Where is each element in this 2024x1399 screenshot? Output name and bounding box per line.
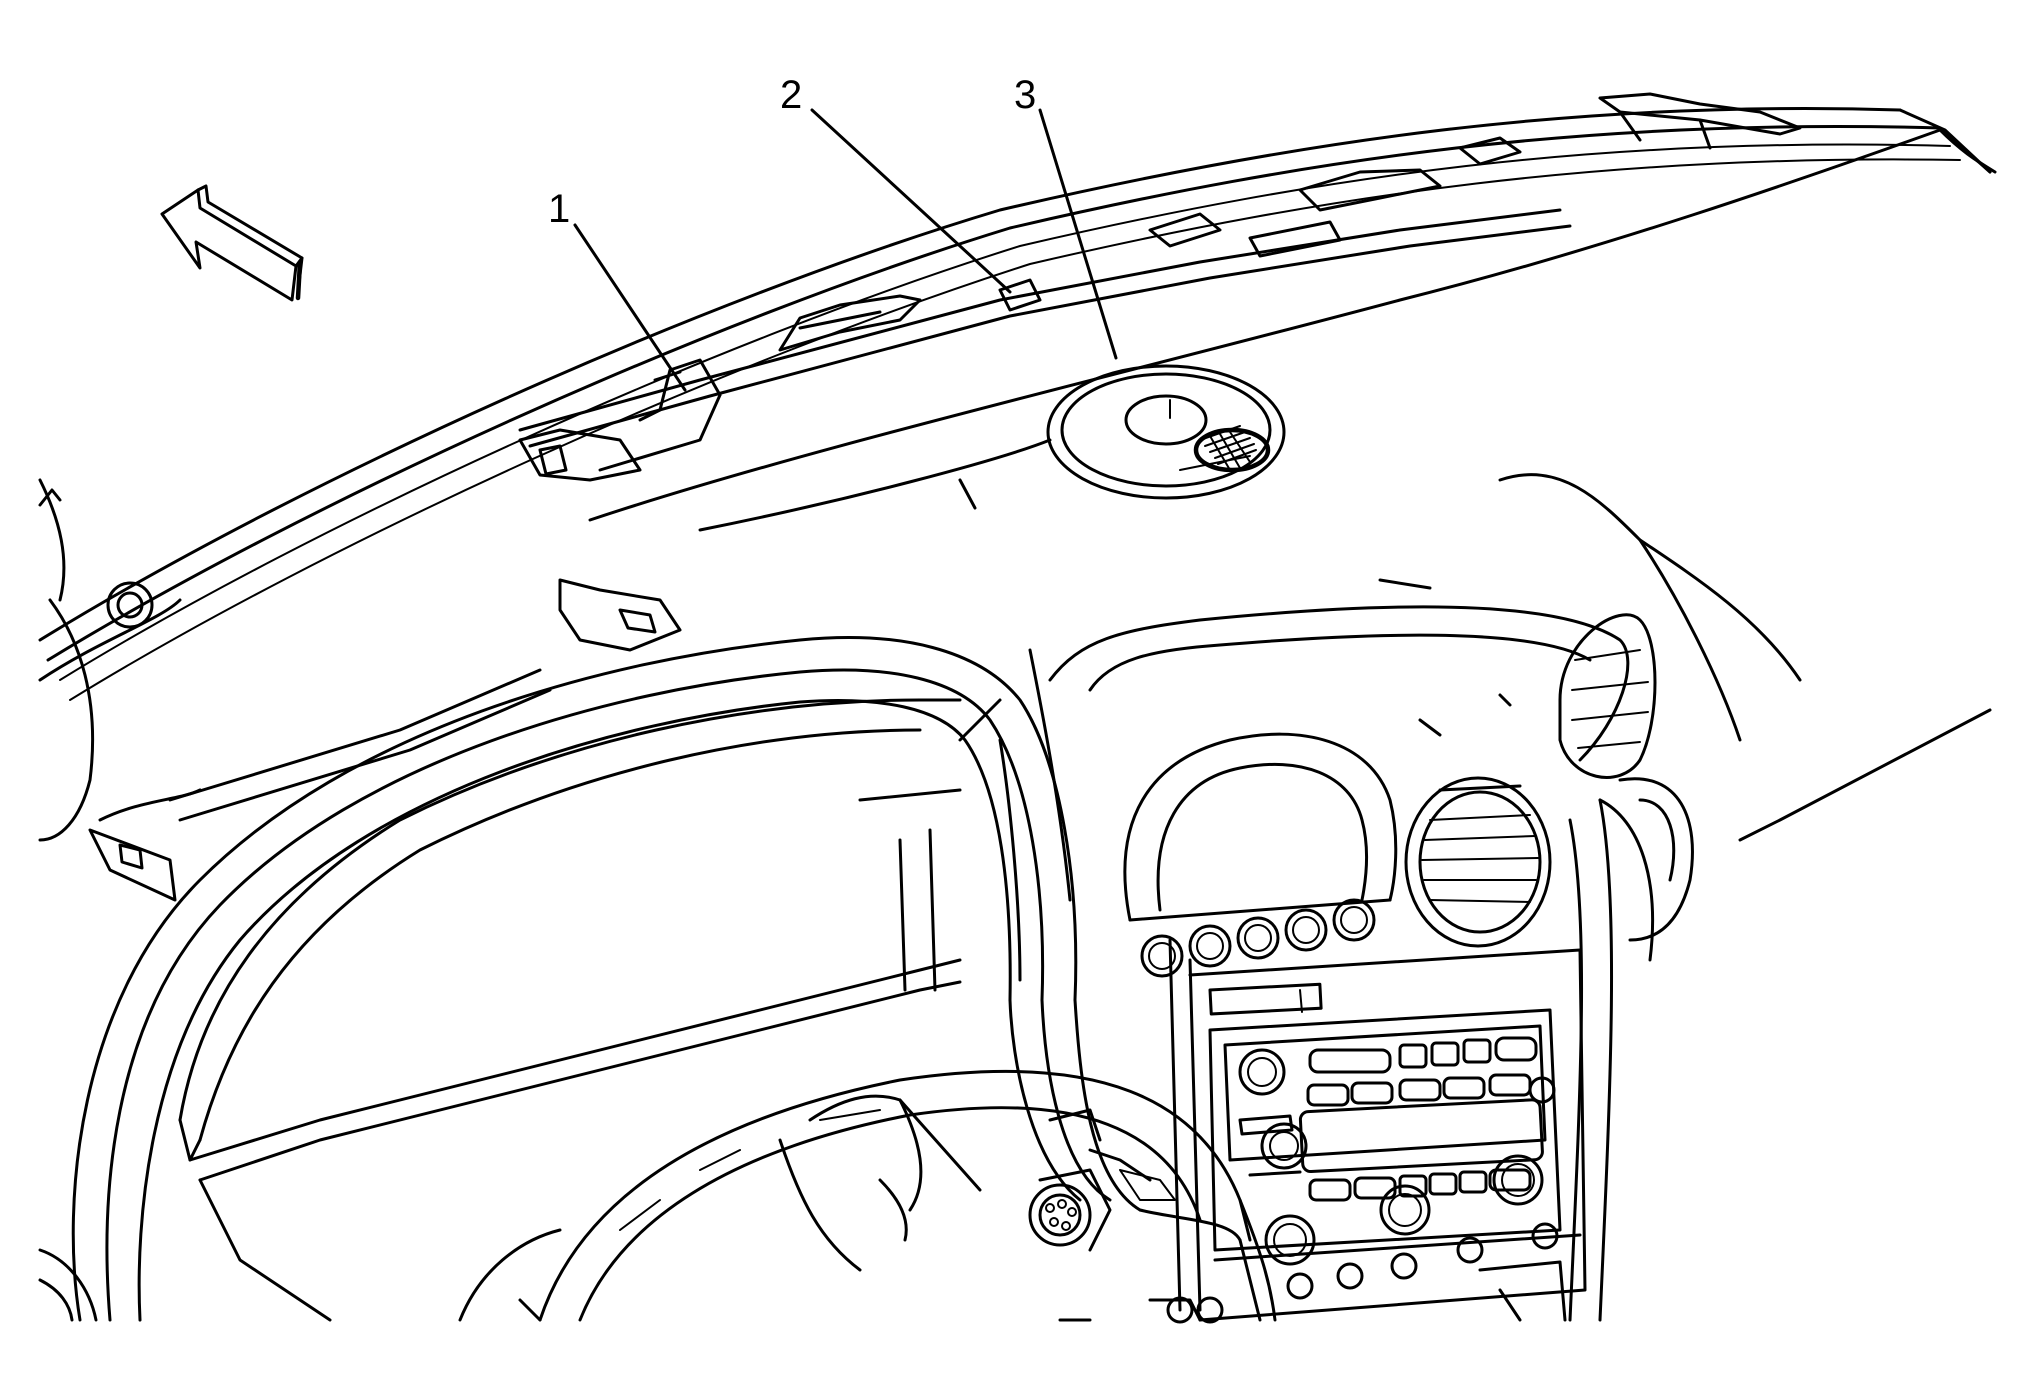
radio-faceplate <box>1188 948 1587 1322</box>
dash-top-surface <box>588 128 1997 842</box>
forward-direction-arrow-icon <box>160 184 304 302</box>
cluster-opening <box>178 648 1072 1322</box>
hvac-button-row <box>1140 898 1376 978</box>
left-bracket <box>38 428 682 902</box>
upper-dash-edge <box>38 106 1992 701</box>
speaker-grille <box>1046 364 1286 500</box>
callout-2-label: 2 <box>780 73 802 117</box>
callout-2-leader <box>810 108 1012 294</box>
steering-wheel <box>71 636 1277 1322</box>
climate-control-panel <box>1213 1154 1582 1322</box>
side-air-vent <box>1558 613 1694 942</box>
ignition-switch <box>1045 1199 1077 1231</box>
center-air-vent <box>1404 776 1552 948</box>
callout-1-label: 1 <box>548 187 570 231</box>
center-stack <box>1048 605 1694 1322</box>
defroster-grille <box>518 92 1802 472</box>
lower-left-panel <box>38 1228 562 1322</box>
callout-3-label: 3 <box>1014 73 1036 117</box>
callout-3-leader <box>1038 108 1118 360</box>
callout-1-leader <box>573 223 687 392</box>
steering-column <box>778 1094 1224 1324</box>
callout-leaders <box>573 108 1118 392</box>
